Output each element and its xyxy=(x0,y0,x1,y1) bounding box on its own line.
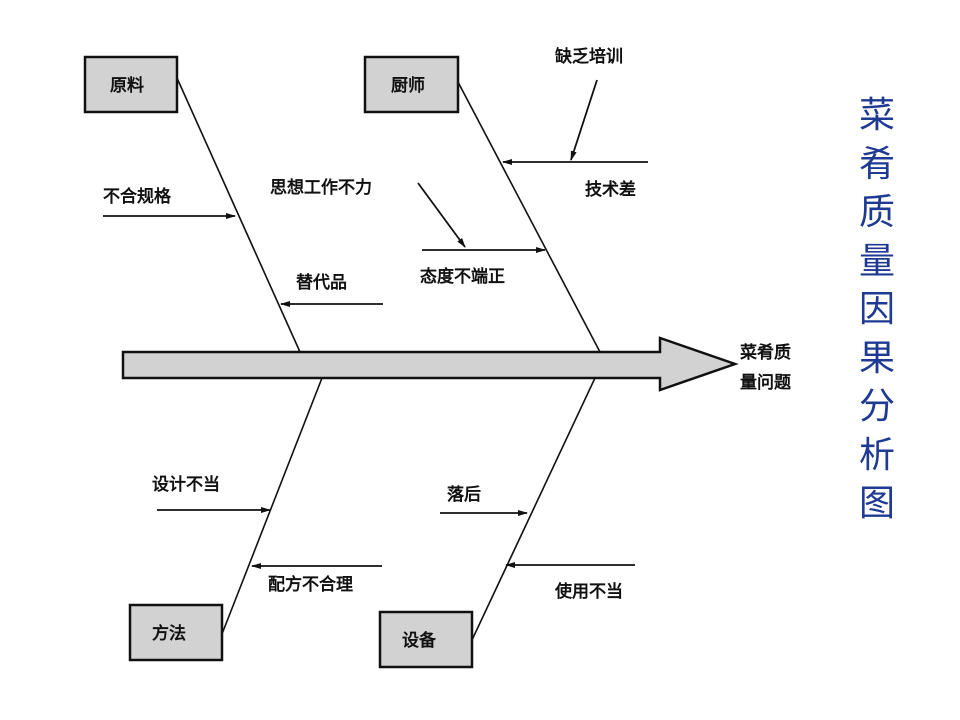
category-label: 厨师 xyxy=(391,75,425,96)
cause-label: 落后 xyxy=(447,485,481,505)
cause-label: 使用不当 xyxy=(554,581,623,602)
category-box-method: 方法 xyxy=(128,603,224,662)
bone-materials xyxy=(176,77,301,353)
cause-label: 替代品 xyxy=(296,272,347,293)
cause-label: 配方不合理 xyxy=(268,574,353,595)
category-label: 设备 xyxy=(402,630,437,651)
category-box-equipment: 设备 xyxy=(378,610,474,669)
category-label: 方法 xyxy=(152,623,186,644)
cause-label: 设计不当 xyxy=(152,474,220,495)
category-box-materials: 原料 xyxy=(83,55,179,114)
spine-arrow xyxy=(121,336,739,392)
category-box-chef: 厨师 xyxy=(363,55,460,114)
cause-label: 态度不端正 xyxy=(420,266,505,287)
sub-cause-label: 缺乏培训 xyxy=(555,46,623,67)
bone-method xyxy=(221,377,323,635)
bone-chef xyxy=(457,81,601,353)
sub-cause-label: 思想工作不力 xyxy=(270,177,372,198)
sub-cause-arrow xyxy=(417,182,466,248)
category-label: 原料 xyxy=(110,75,144,96)
sub-cause-arrow xyxy=(570,79,598,161)
effect-label-line1: 菜肴质 xyxy=(739,342,791,363)
effect-label-line2: 量问题 xyxy=(740,372,792,393)
bone-equipment xyxy=(471,377,596,641)
slide-title: 菜肴质量因果分析图 xyxy=(858,95,895,524)
cause-label: 不合规格 xyxy=(103,186,172,207)
cause-label: 技术差 xyxy=(585,179,636,200)
